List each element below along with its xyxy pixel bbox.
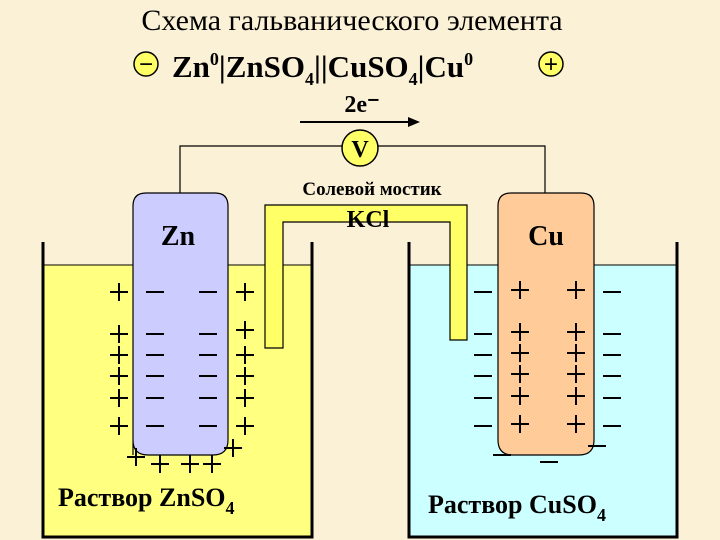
copper-label: Cu: [528, 221, 564, 252]
anode-sign: −: [139, 51, 153, 78]
plus-charge: [110, 367, 128, 385]
plus-charge: [567, 387, 585, 405]
plus-charge: [236, 389, 254, 407]
plus-charge: [236, 367, 254, 385]
znso4-label: Раствор ZnSO4: [58, 483, 235, 518]
plus-charge: [110, 417, 128, 435]
plus-badge: [538, 51, 564, 77]
plus-charge: [511, 415, 529, 433]
title: Схема гальванического элемента: [141, 4, 562, 37]
plus-charge: [567, 323, 585, 341]
kcl-label: KCl: [347, 207, 390, 233]
plus-charge: [151, 455, 169, 473]
minus-badge: [133, 51, 159, 77]
plus-charge: [236, 283, 254, 301]
plus-charge: [127, 448, 145, 466]
left-beaker: [41, 242, 314, 539]
cell-scheme: − Zn0|ZnSO4||CuSO4|Cu0 +: [133, 49, 564, 89]
plus-charge: [567, 281, 585, 299]
charges: [110, 281, 621, 473]
plus-charge: [511, 323, 529, 341]
electron-arrow: [300, 117, 420, 127]
plus-charge: [110, 283, 128, 301]
plus-charge: [511, 387, 529, 405]
voltmeter-label: V: [351, 137, 369, 163]
plus-charge: [511, 365, 529, 383]
plus-charge: [511, 344, 529, 362]
scheme-formula: Zn0|ZnSO4||CuSO4|Cu0: [172, 49, 473, 89]
plus-charge: [224, 439, 242, 457]
cuso4-label: Раствор CuSO4: [428, 490, 606, 525]
cathode-sign: +: [544, 51, 558, 78]
salt-bridge-label: Солевой мостик: [302, 179, 441, 200]
plus-charge: [236, 417, 254, 435]
plus-charge: [110, 346, 128, 364]
plus-charge: [110, 325, 128, 343]
voltmeter: [341, 129, 379, 167]
plus-charge: [110, 389, 128, 407]
plus-charge: [567, 344, 585, 362]
plus-charge: [511, 281, 529, 299]
plus-charge: [181, 455, 199, 473]
zinc-electrode: [132, 192, 229, 456]
plus-charge: [567, 415, 585, 433]
plus-charge: [567, 365, 585, 383]
plus-charge: [236, 321, 254, 339]
plus-charge: [203, 455, 221, 473]
zinc-label: Zn: [161, 221, 196, 252]
salt-bridge: [264, 204, 468, 349]
electron-label: 2e⁻: [344, 92, 379, 118]
plus-charge: [236, 346, 254, 364]
right-beaker: [407, 242, 679, 539]
